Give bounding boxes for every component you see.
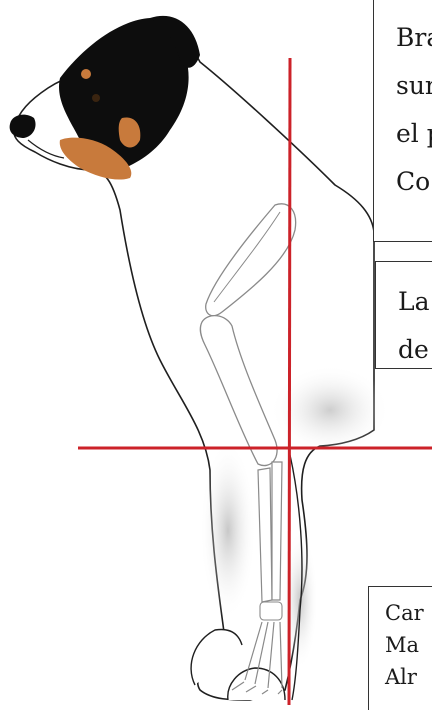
label-box-1: Bra sur el p Co [373, 0, 432, 242]
label-box-1-line-2: sur [396, 62, 432, 110]
eye [92, 94, 100, 102]
label-box-3: Car Ma Alr [368, 586, 432, 710]
carpal-bones [260, 602, 282, 620]
label-box-2-line-2: de [398, 326, 432, 369]
rear-shading [282, 530, 318, 670]
label-box-1-line-1: Bra [396, 14, 432, 62]
vertical-guide-line [289, 58, 290, 705]
label-box-2: La de [375, 261, 432, 369]
foreleg-shading [200, 440, 256, 620]
ulna-bone [272, 462, 282, 600]
label-box-1-line-3: el p [396, 110, 432, 158]
label-box-3-line-1: Car [385, 597, 432, 629]
label-box-2-line-1: La [398, 278, 432, 326]
brow-tan-dot [81, 69, 91, 79]
label-box-3-line-3: Alr [385, 661, 432, 693]
label-box-3-line-2: Ma [385, 629, 432, 661]
label-box-1-line-4: Co [396, 158, 432, 206]
